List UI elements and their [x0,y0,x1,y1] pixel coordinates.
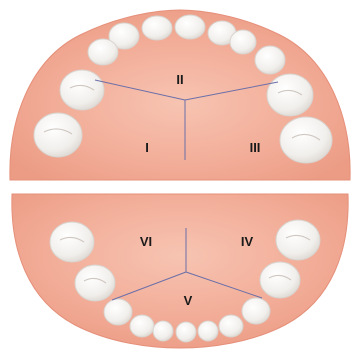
upper-tooth [142,16,172,40]
lower-tooth [104,299,132,325]
upper-tooth [60,70,104,110]
upper-tooth [88,39,118,65]
lower-tooth [130,315,154,337]
lower-tooth [153,321,173,341]
lower-tooth [219,315,243,337]
upper-arch: II I III [10,10,350,180]
arch-separator [0,181,360,193]
lower-arch: VI IV V [12,194,348,348]
lower-tooth [260,262,300,298]
lower-tooth [50,222,94,262]
lower-tooth [176,322,196,342]
upper-tooth [267,74,313,116]
sector-label-III: III [250,140,261,155]
upper-tooth [34,113,82,157]
lower-tooth [198,321,218,341]
lower-tooth [242,298,270,324]
sector-label-II: II [176,72,183,87]
upper-tooth [175,15,205,39]
upper-tooth [230,30,256,54]
upper-tooth [255,46,285,74]
sector-label-VI: VI [140,234,152,249]
sector-label-V: V [184,293,193,308]
lower-tooth [276,220,320,260]
lower-tooth [75,265,115,301]
upper-tooth [280,117,332,163]
sector-label-IV: IV [241,234,254,249]
sector-label-I: I [145,140,149,155]
